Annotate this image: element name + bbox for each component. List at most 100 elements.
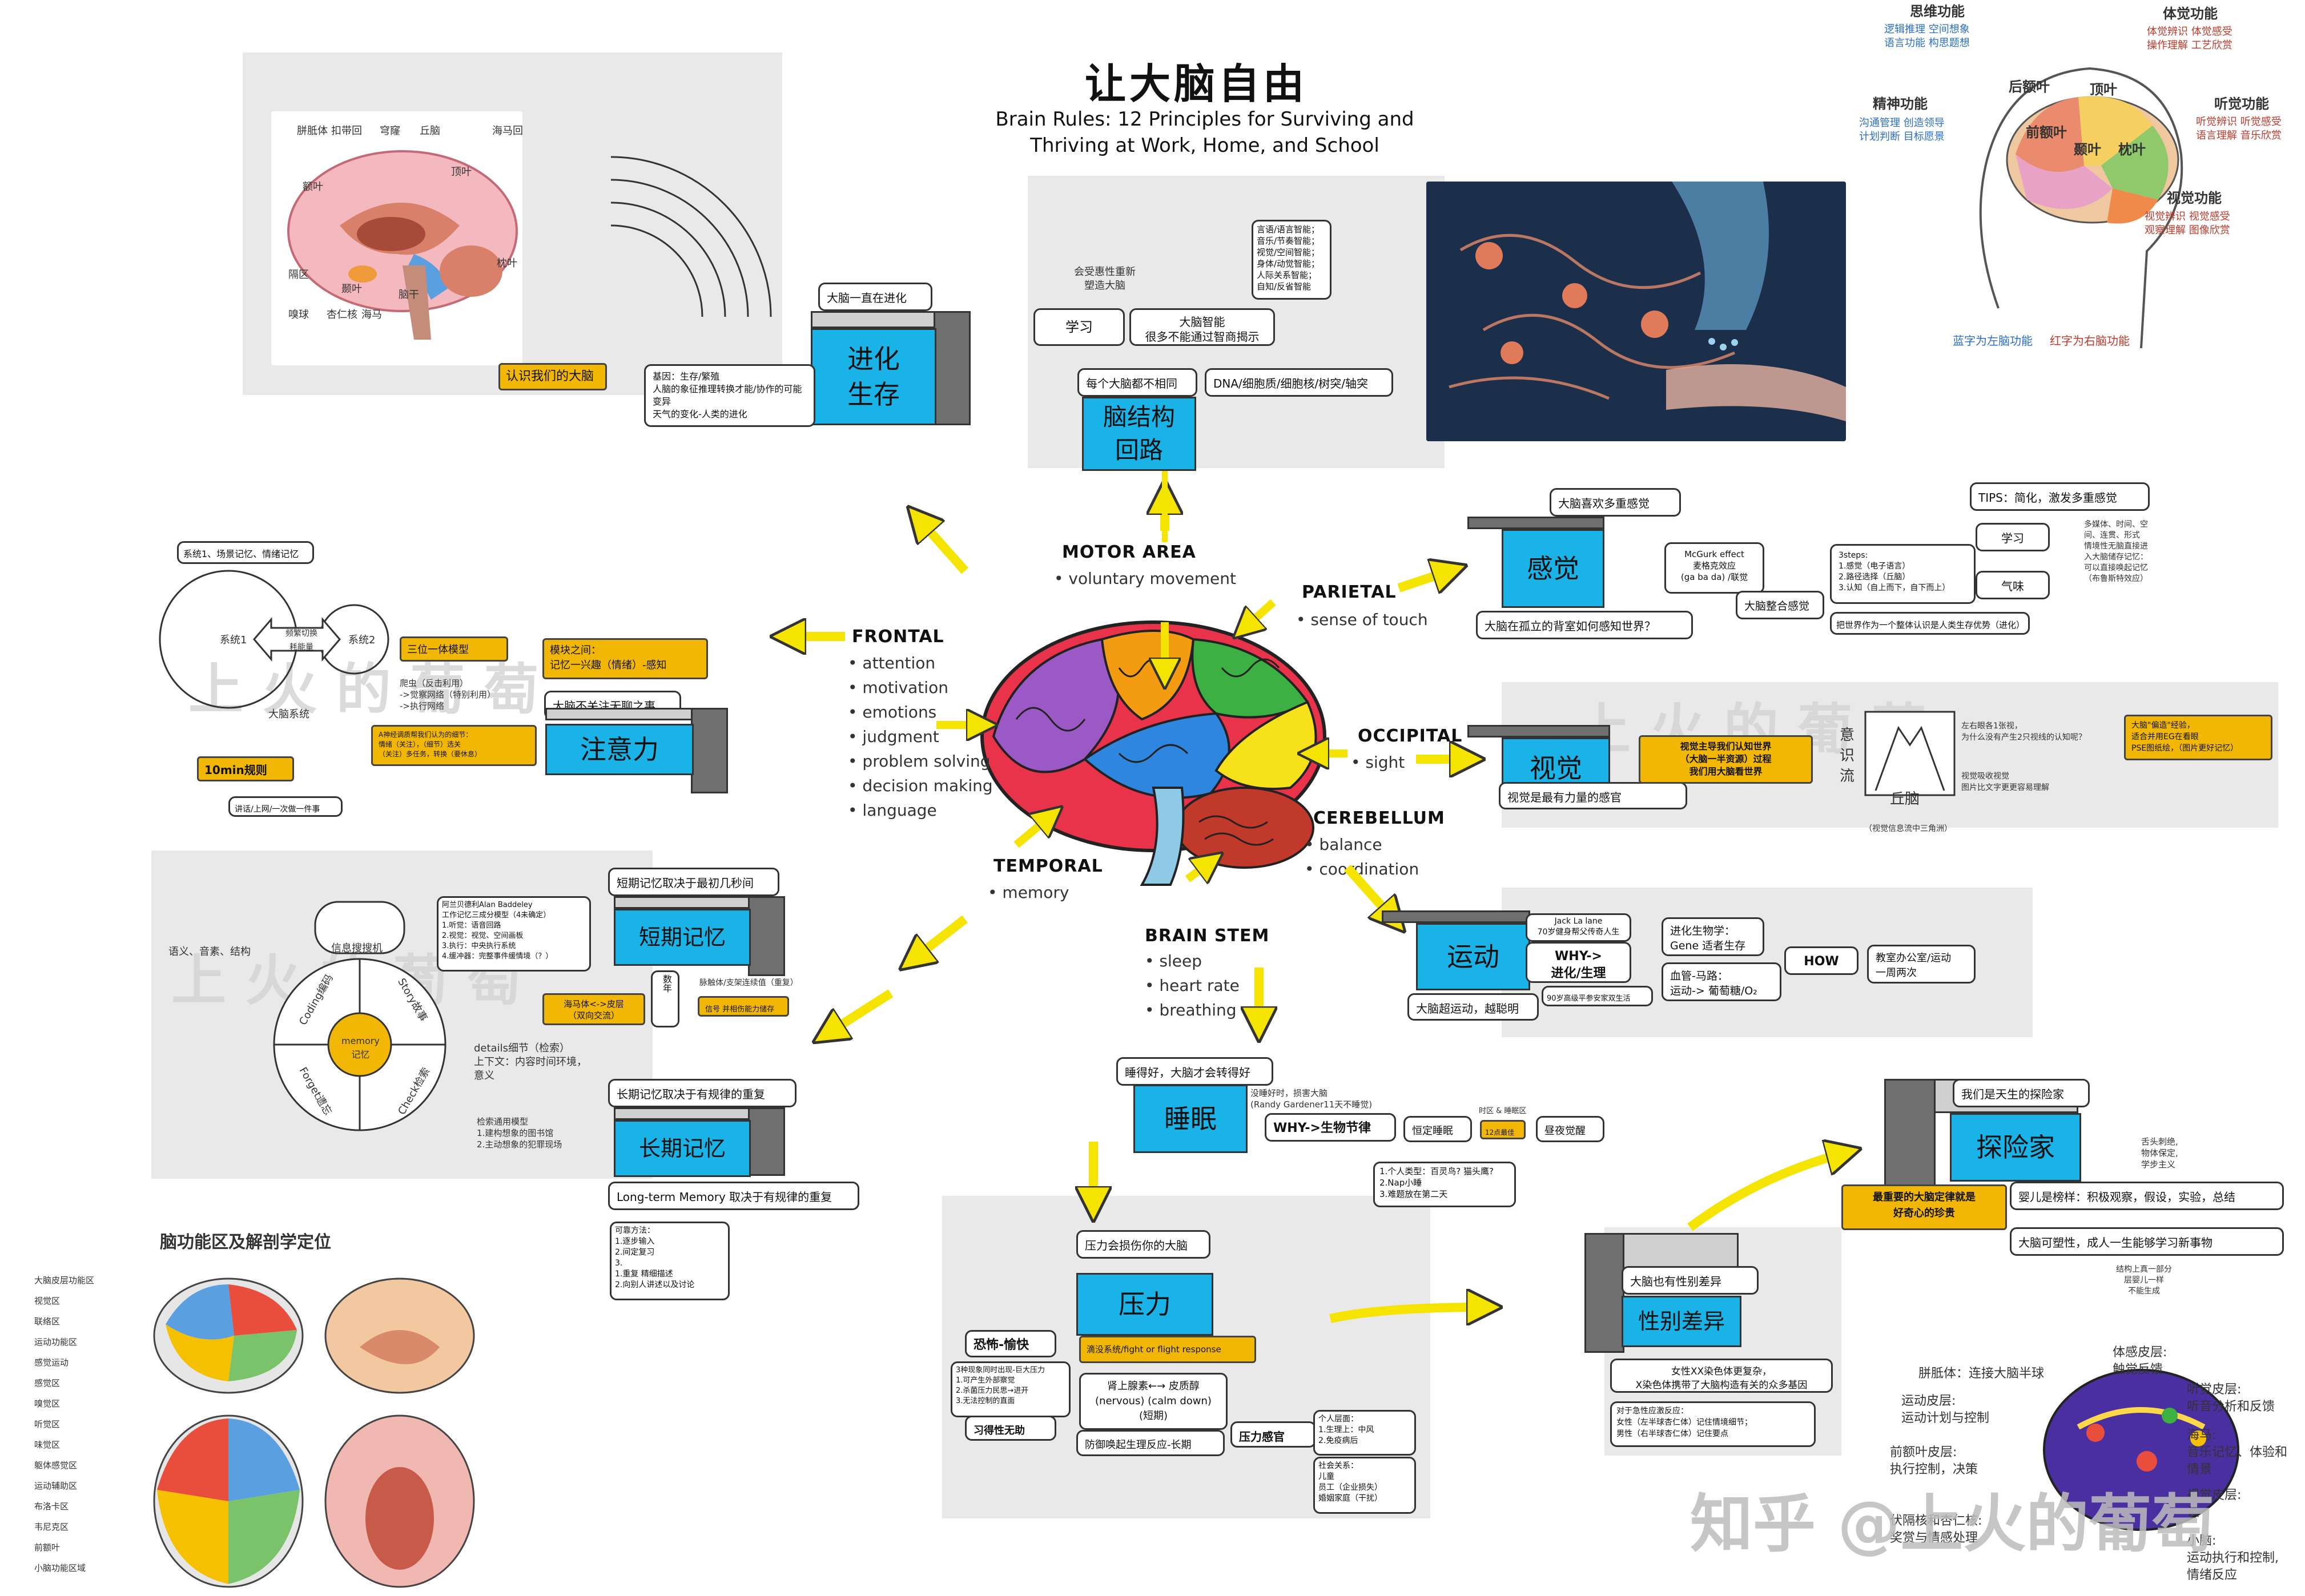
memory-details: details细节（检索） 上下文：内容时间环境， 意义 — [474, 1042, 587, 1082]
wiring-dna: DNA/细胞质/细胞核/树突/轴突 — [1205, 368, 1393, 397]
brain-anatomy-image — [271, 111, 522, 365]
anatomy-label: 顶叶 — [451, 166, 472, 178]
page-title: 让大脑自由 — [1085, 60, 1308, 108]
fn-frontal-item: • motivation — [848, 678, 948, 697]
anatomy-label: 颞叶 — [341, 283, 362, 295]
anatomy-label: 额叶 — [303, 181, 323, 193]
anatomy-label: 穹窿 — [380, 125, 400, 137]
subtitle: Brain Rules: 12 Principles for Surviving… — [965, 106, 1445, 159]
neuron-image — [1426, 182, 1846, 441]
cube-evolution: 进化 生存 — [811, 311, 971, 425]
legend-item: 运动功能区 — [34, 1337, 78, 1347]
anatomy-label: 嗅球 — [288, 309, 309, 321]
exercise-blood: 血管-马路： 运动-> 葡萄糖/O₂ — [1662, 962, 1781, 1001]
anatomy-label: 海马回 — [492, 125, 523, 137]
exercise-why: WHY-> 进化/生理 — [1526, 942, 1631, 983]
lobe-label: 后额叶 — [2009, 79, 2050, 95]
cube-longmem-label: 长期记忆 — [614, 1120, 751, 1177]
ten-min-note: 讲话/上网/一次做一件事 — [228, 796, 343, 817]
zhihu-watermark: 知乎 @上火的葡萄 — [1690, 1488, 2215, 1561]
fn-cerebellum: • balance • coordination — [1305, 832, 1419, 881]
exercise-how: HOW — [1784, 946, 1859, 975]
function-visual-sub: 视觉辨识 视觉感受 观察理解 图像欣赏 — [2145, 211, 2230, 236]
explore-n1: 舌头刺绝, 物体保定, 学步主义 — [2141, 1136, 2178, 1170]
fn-cerebellum-item: • balance — [1305, 835, 1382, 854]
thalamus-note: （视觉信息流中三角洲） — [1864, 824, 1952, 833]
bottom-right-brain — [2043, 1369, 2239, 1531]
cube-wiring: 脑结构 回路 — [1082, 397, 1196, 471]
memory-center: memory 记忆 — [341, 1035, 380, 1060]
cube-explore-label: 探险家 — [1950, 1113, 2081, 1182]
fn-motor: • voluntary movement — [1054, 569, 1236, 588]
cube-gender-front: 性别差异 — [1622, 1296, 1741, 1347]
triad-notes: 爬虫（反击利用） ->觉察网络（特别利用） ->执行网络 — [400, 678, 496, 711]
wiring-learn: 学习 — [1033, 308, 1125, 346]
legend-blue: 蓝字为左脑功能 — [1953, 334, 2033, 348]
exercise-boost: 大脑超运动，越聪明 — [1407, 993, 1539, 1021]
attention-emotion: A神经调质帮我们认为的细节： 情绪（关注），（细节）选关 （关注）多任务，转换（… — [371, 725, 537, 766]
br-cerebellum: 小脑: 运动执行和控制, 情绪反应 — [2187, 1534, 2279, 1582]
lobe-label: 前额叶 — [2026, 124, 2067, 140]
exercise-office: 教室办公室/运动 一周两次 — [1867, 945, 1976, 984]
stress-sense: 压力感官 — [1230, 1421, 1316, 1448]
br-hippo: 海马: 音乐记忆、体验和 情景 — [2187, 1428, 2288, 1477]
anatomy-label: 丘脑 — [420, 125, 440, 137]
fn-frontal-item: • judgment — [848, 727, 939, 746]
label-occipital: OCCIPITAL — [1358, 726, 1463, 746]
br-prefrontal: 前额叶皮层: 执行控制，决策 — [1890, 1445, 1978, 1477]
cube-sleep: 睡眠 — [1133, 1085, 1248, 1153]
vision-note-2: 视觉吸收视觉 图片比文字更更容易理解 — [1961, 772, 2049, 792]
longmem-top: 长期记忆取决于有规律的重复 — [608, 1079, 797, 1107]
wiring-diff: 每个大脑都不相同 — [1077, 368, 1197, 397]
label-temporal: TEMPORAL — [993, 856, 1103, 876]
label-motor-area: MOTOR AREA — [1062, 542, 1196, 562]
fn-brainstem-item: • breathing — [1145, 1001, 1237, 1019]
brain-function-head — [1979, 67, 2183, 349]
br-motor: 运动皮层: 运动计划与控制 — [1901, 1394, 1990, 1425]
fn-brainstem-item: • sleep — [1145, 952, 1202, 970]
legend-item: 小脑功能区域 — [34, 1563, 86, 1573]
anatomy-label: 杏仁核 — [327, 309, 357, 321]
sense-tips: TIPS：简化，激发多重感觉 — [1970, 482, 2150, 511]
memory-cycle-diagram — [273, 901, 446, 1131]
vision-main-note: 视觉是最有力量的感官 — [1499, 782, 1687, 809]
fn-occipital: • sight — [1351, 753, 1405, 772]
subtitle-line-2: Thriving at Work, Home, and School — [1030, 134, 1379, 157]
sense-side: 多媒体、时间、空间、连贯、形式 情境性无脑直接进入大脑储存记忆： 可以直接唤起记… — [2084, 520, 2148, 583]
memory-num: 数年 — [651, 970, 679, 1027]
sleep-steady: 恒定睡眠 — [1403, 1116, 1472, 1142]
function-body: 体觉功能 — [2163, 6, 2218, 22]
sleep-top: 睡得好，大脑才会转得好 — [1116, 1057, 1273, 1086]
legend-item: 视觉区 — [34, 1296, 61, 1306]
legend-item: 大脑皮层功能区 — [34, 1275, 95, 1285]
cube-stress: 压力 — [1076, 1262, 1213, 1336]
evolution-note: 天气的变化-人类的进化 — [653, 409, 747, 420]
cube-exercise: 运动 — [1382, 910, 1530, 990]
cube-attention: 注意力 — [545, 708, 728, 793]
explore-n2: 结构上真一部分层婴儿一样 不能生成 — [2116, 1265, 2172, 1296]
sleep-notes2: 1.个人类型：百灵鸟? 猫头鹰? 2.Nap小睡 3.难题放在第二天 — [1373, 1162, 1516, 1207]
explore-ybox: 最重要的大脑定律就是 好奇心的珍贵 — [1841, 1184, 2007, 1230]
stress-notes2: 个人层面： 1.生理上：中风 2.免疫病后 — [1313, 1410, 1416, 1456]
memory-baddeley: 阿兰贝德利Alan Baddeley 工作记忆三成分模型（4未确定） 1.听觉：… — [437, 896, 591, 972]
longmem-box: Long-term Memory 取决于有规律的重复 — [608, 1182, 859, 1210]
vision-ynote: 大脑"偏造"经验， 适合并用EG在看眼 PSE图纸绘，（图片更好记忆） — [2124, 715, 2272, 760]
wiring-iq-list: 言语/语言智能； 音乐/节奏智能； 视觉/空间智能； 身体/动觉智能； 人际关系… — [1252, 220, 1331, 300]
stress-fear-notes: 3种现象同时出现-巨大压力 1.可产生外部察觉 2.杀菌压力民思→进开 3.无法… — [951, 1361, 1071, 1417]
legend-item: 韦尼克区 — [34, 1522, 69, 1532]
anatomy-label: 海马 — [361, 309, 382, 321]
legend-item: 听觉区 — [34, 1419, 61, 1429]
sense-steps: 3steps: 1.感觉（电子语言） 2.路径选择（丘脑） 3.认知（自上而下，… — [1830, 544, 1976, 604]
cube-explore — [1884, 1079, 2078, 1193]
fn-brainstem: • sleep • heart rate • breathing — [1145, 949, 1240, 1022]
gender-top: 大脑也有性别差异 — [1622, 1266, 1759, 1295]
stress-ybox: 滴没系统/fight or flight response — [1079, 1336, 1256, 1363]
gender-stress: 对于急性应激反应： 女性（左半球杏仁体）记住情境细节； 男性（右半球杏仁体）记住… — [1610, 1401, 1816, 1447]
fn-frontal-item: • language — [848, 801, 937, 820]
cube-attention-label: 注意力 — [545, 724, 694, 775]
br-hearing: 听觉皮层: 听音分析和反馈 — [2187, 1383, 2275, 1414]
triad-model: 三位一体模型 — [400, 636, 508, 662]
evolution-note: 基因：生存/繁殖 — [653, 371, 720, 382]
attention-caption: 系统1、场景记忆、情绪记忆 — [177, 541, 314, 564]
anatomy-label: 脑干 — [399, 289, 419, 301]
